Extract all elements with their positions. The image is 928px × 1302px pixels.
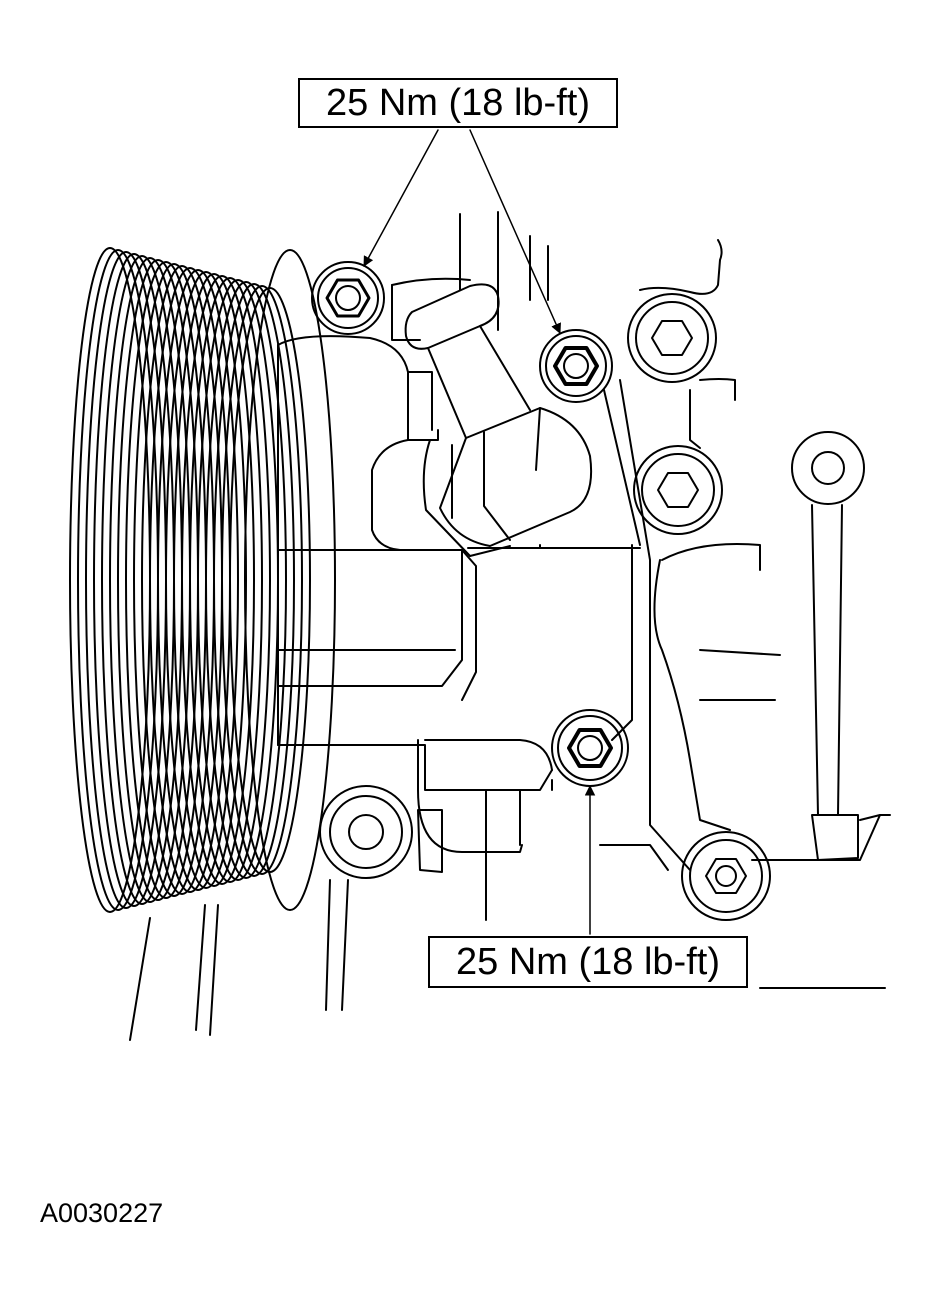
figure-id: A0030227 [40, 1198, 164, 1228]
mount-boss-lower-left [320, 786, 412, 878]
bolt-bracket-middle [634, 446, 722, 534]
mounting-bracket [640, 240, 890, 860]
torque-callout-bottom: 25 Nm (18 lb-ft) [428, 936, 748, 988]
bolt-bottom [552, 710, 628, 786]
bolt-top-left [312, 262, 384, 334]
lower-lines [130, 880, 885, 1040]
pulley [70, 248, 335, 912]
leader-arrows [364, 130, 596, 934]
bolt-bracket-lower [682, 832, 770, 920]
link-rod [792, 432, 864, 860]
torque-callout-top: 25 Nm (18 lb-ft) [298, 78, 618, 128]
bolt-bracket-upper [628, 294, 716, 382]
hose-fitting [406, 284, 592, 556]
pump-body [278, 212, 690, 920]
bolt-top-right [540, 330, 612, 402]
